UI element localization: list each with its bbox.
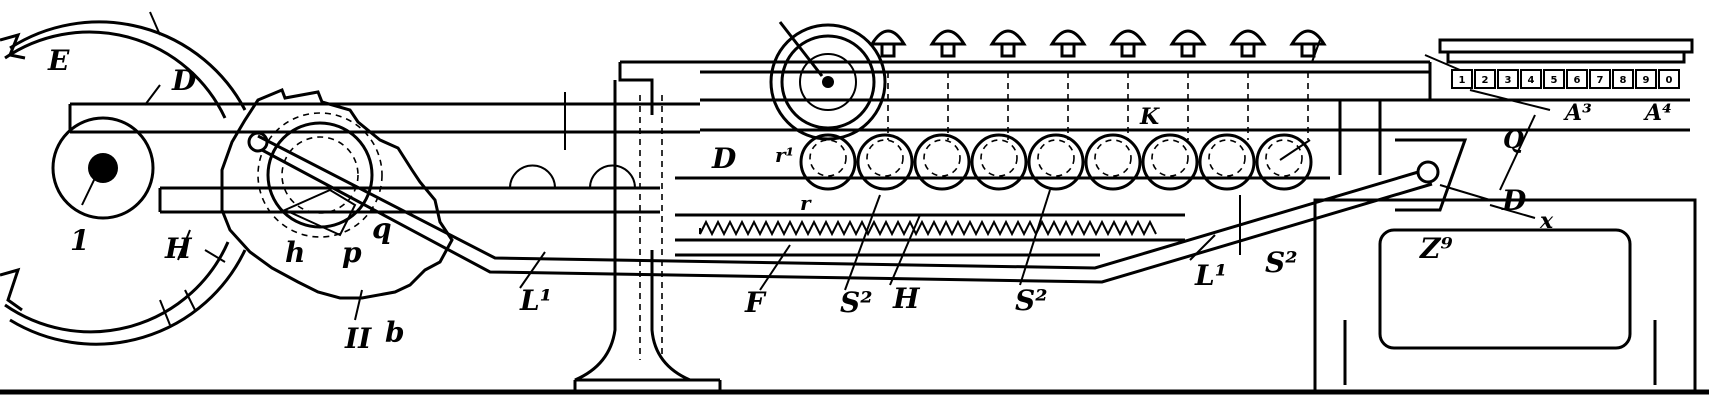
label-l1-right: L¹ (1194, 259, 1227, 292)
number-key-label: 4 (1528, 75, 1535, 86)
label-b: b (385, 316, 405, 349)
number-key: 5 (1543, 69, 1565, 89)
label-r: r (800, 191, 812, 215)
label-d-right: D (1501, 184, 1527, 217)
number-keys: 1 2 3 4 5 6 7 8 9 0 (1451, 69, 1680, 89)
key-top (1229, 29, 1267, 140)
ball-row-s2 (799, 133, 1313, 191)
ball (970, 133, 1028, 191)
right-cabinet (1313, 138, 1697, 394)
label-e: E (47, 44, 70, 77)
number-key-label: 5 (1551, 75, 1558, 86)
key-top (1289, 29, 1327, 140)
upper-rail (68, 92, 700, 150)
label-h-small: h (285, 236, 305, 269)
label-one: 1 (70, 224, 89, 257)
label-d-left: D (171, 64, 197, 97)
key-top (1109, 29, 1147, 140)
wheel-e-hub (51, 116, 155, 220)
label-f: F (744, 286, 767, 319)
label-k: K (1139, 104, 1160, 130)
number-key: 7 (1589, 69, 1611, 89)
label-s2-c: S² (1265, 246, 1297, 279)
ball (799, 133, 857, 191)
drive-wheel (769, 21, 887, 141)
wheel-e (0, 11, 247, 346)
keyboard-block: 1 2 3 4 5 6 7 8 9 0 (1438, 38, 1694, 89)
leader-lines (144, 39, 1551, 321)
number-key-label: 9 (1643, 75, 1650, 86)
label-a3: A³ (1563, 100, 1592, 126)
label-r1: r¹ (775, 143, 794, 167)
label-l1-left: L¹ (519, 284, 552, 317)
label-z9: Z⁹ (1419, 232, 1453, 265)
number-key-label: 2 (1482, 75, 1489, 86)
label-p: p (342, 236, 362, 269)
number-key-label: 1 (1459, 75, 1466, 86)
number-key-label: 0 (1666, 75, 1673, 86)
ball (1027, 133, 1085, 191)
number-key: 4 (1520, 69, 1542, 89)
label-h-mid: H (892, 282, 921, 315)
lever-l1 (257, 134, 1440, 284)
key-top (989, 29, 1027, 140)
label-q: q (372, 212, 392, 245)
number-key-label: 3 (1505, 75, 1512, 86)
ball (1141, 133, 1199, 191)
number-key: 6 (1566, 69, 1588, 89)
ratchet-gear (220, 88, 454, 300)
label-ii: II (344, 322, 372, 355)
number-key: 3 (1497, 69, 1519, 89)
label-x: x (1539, 208, 1554, 234)
label-d-mid: D (711, 142, 737, 175)
ball (913, 133, 971, 191)
number-key-label: 7 (1597, 75, 1604, 86)
number-key: 8 (1612, 69, 1634, 89)
key-top (869, 29, 907, 140)
key-top (1049, 29, 1087, 140)
label-s2-b: S² (1015, 284, 1047, 317)
label-s2-a: S² (840, 286, 872, 319)
number-key: 0 (1658, 69, 1680, 89)
number-key-label: 6 (1574, 75, 1581, 86)
ball (1198, 133, 1256, 191)
key-top (1169, 29, 1207, 140)
number-key: 9 (1635, 69, 1657, 89)
ball (1255, 133, 1313, 191)
label-h-left: H (164, 232, 193, 265)
number-key: 2 (1474, 69, 1496, 89)
label-a4: A⁴ (1643, 100, 1672, 126)
support-stand (573, 60, 1430, 392)
ball (856, 133, 914, 191)
lower-rail-h (158, 164, 660, 214)
number-key-label: 8 (1620, 75, 1627, 86)
label-q-upper: Q (1503, 125, 1524, 154)
key-tops (869, 29, 1327, 140)
ball (1084, 133, 1142, 191)
number-key: 1 (1451, 69, 1473, 89)
key-top (929, 29, 967, 140)
